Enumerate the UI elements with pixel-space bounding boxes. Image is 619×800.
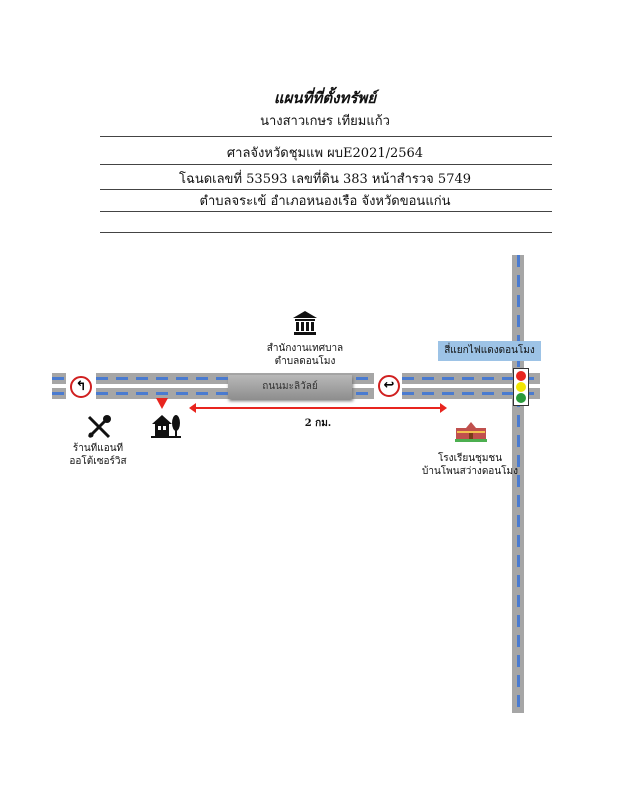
- municipality-line: สำนักงานเทศบาล: [266, 343, 344, 354]
- government-building-icon: [292, 310, 318, 340]
- owner-name: นางสาวเกษร เทียมแก้ว: [260, 114, 390, 129]
- intersection-label: สี่แยกไฟแดงดอนโมง: [438, 341, 541, 361]
- location-info: ตำบลจระเข้ อำเภอหนองเรือ จังหวัดขอนแก่น: [199, 194, 451, 209]
- school-label: โรงเรียนชุมชน บ้านโพนสว่างดอนโมง: [422, 452, 518, 478]
- divider: [100, 232, 552, 233]
- distance-label: 2 กม.: [304, 418, 332, 429]
- traffic-light-icon: [513, 368, 529, 406]
- municipality-line: ตำบลดอนโมง: [274, 356, 336, 367]
- court-case: ศาลจังหวัดชุมแพ ผบE2021/2564: [226, 146, 424, 161]
- municipality-label: สำนักงานเทศบาล ตำบลดอนโมง: [267, 342, 343, 368]
- u-turn-icon: ↰: [70, 376, 92, 398]
- deed-info: โฉนดเลขที่ 53593 เลขที่ดิน 383 หน้าสำรวจ…: [178, 172, 472, 187]
- road-name-label: ถนนมะลิวัลย์: [228, 375, 352, 399]
- divider: [100, 136, 552, 137]
- house-icon: [150, 411, 182, 443]
- vertical-road: [512, 255, 524, 713]
- school-line: บ้านโพนสว่างดอนโมง: [422, 466, 518, 477]
- school-icon: [455, 420, 487, 446]
- shop-line: ร้านทีแอนที: [72, 443, 124, 454]
- map-title: แผนที่ที่ตั้งทรัพย์: [273, 89, 377, 107]
- u-turn-icon: ↩: [378, 375, 400, 397]
- divider: [100, 189, 552, 190]
- tools-icon: [86, 414, 112, 444]
- shop-label: ร้านทีแอนที ออโต้เซอร์วิส: [69, 442, 126, 468]
- distance-arrow: [189, 403, 447, 413]
- school-line: โรงเรียนชุมชน: [437, 453, 503, 464]
- divider: [100, 164, 552, 165]
- property-marker-icon: [156, 398, 168, 409]
- shop-line: ออโต้เซอร์วิส: [69, 456, 127, 467]
- divider: [100, 211, 552, 212]
